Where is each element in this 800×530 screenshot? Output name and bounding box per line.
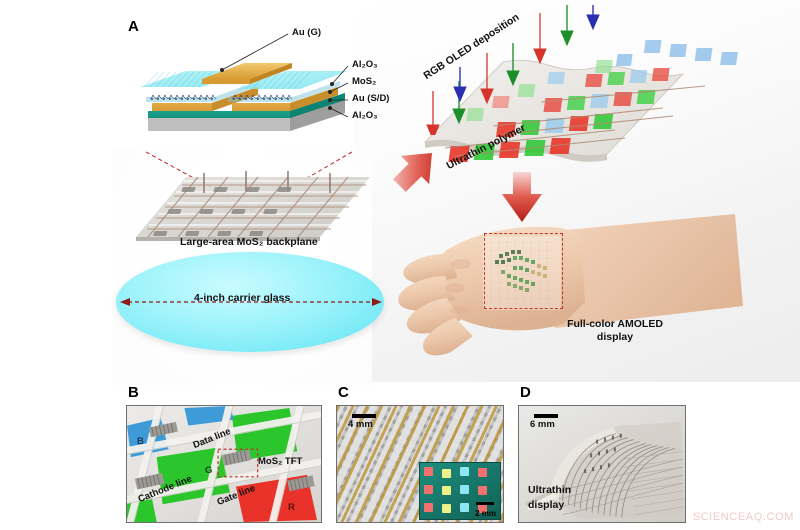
backplane-caption: Large-area MoS₂ backplane [180,236,318,248]
panel-c-image: 2 mm [336,405,504,523]
panel-label-a: A [128,18,139,35]
panel-b-image [126,405,322,523]
panel-c-inset-lit-pixels: 2 mm [419,462,501,520]
mos2-backplane-illustration [128,165,378,250]
panel-c-inset-scale-bar [476,502,494,505]
carrier-glass-caption: 4-inch carrier glass [194,292,291,304]
display-region-highlight-box [484,233,563,309]
process-arrow-downward [502,172,542,222]
carrier-glass-diameter-arrow [120,298,382,306]
hand-with-display-illustration [395,210,755,380]
flexible-oled-sheet-illustration [415,30,745,180]
process-arrow-upward [393,153,432,192]
panel-d-caption-line1: Ultrathin [528,484,572,496]
label-source-drain: Au (S/D) [352,93,390,104]
panel-c-scale-bar [352,414,376,418]
amoled-display-caption-line2: display [596,331,634,343]
panel-label-d: D [520,384,531,401]
panel-d-scale-bar [534,414,558,418]
source-watermark: SCIENCEAQ.COM [692,511,794,523]
tft-cross-section-illustration [140,55,355,155]
label-bottom-dielectric: Al₂O₃ [352,110,378,121]
panel-d-caption-line2: display [528,499,565,511]
panel-label-b: B [128,384,139,401]
panel-d-scale-label: 6 mm [530,419,555,430]
label-channel-material: MoS₂ [352,76,377,87]
label-gate-electrode: Au (G) [292,27,322,38]
pixel-label-green: G [205,465,213,476]
label-top-dielectric: Al₂O₃ [352,59,378,70]
pixel-label-blue: B [137,436,144,447]
panel-c-inset-scale-label: 2 mm [475,508,496,518]
panel-c-scale-label: 4 mm [348,419,373,430]
panel-label-c: C [338,384,349,401]
pixel-label-red: R [288,502,295,513]
amoled-display-caption-line1: Full-color AMOLED [567,318,663,330]
panel-d-image [518,405,686,523]
mos2-tft-label: MoS₂ TFT [258,456,303,467]
